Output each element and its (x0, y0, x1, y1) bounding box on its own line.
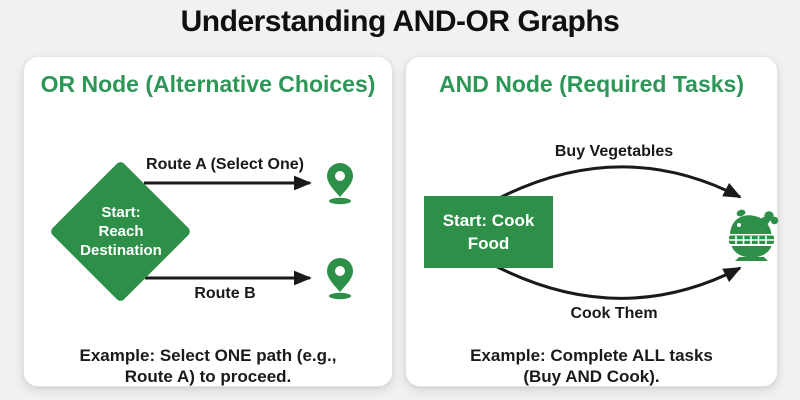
or-example-text: Example: Select ONE path (e.g., Route A)… (24, 345, 392, 387)
location-pin-icon (327, 258, 353, 300)
and-panel: AND Node (Required Tasks) Start: Cook Fo… (405, 56, 779, 387)
or-start-node-line: Destination (80, 242, 162, 259)
edge-label-cook-them: Cook Them (570, 305, 658, 322)
salad-bowl-icon (729, 209, 779, 261)
edge-arrow-cook-them (485, 259, 742, 300)
edge-arrow-buy-vegetables (485, 165, 742, 207)
or-edges-arrows (144, 175, 312, 286)
and-edges-arrows (485, 165, 742, 300)
and-start-node-line: Food (467, 234, 510, 253)
location-pin-icon (327, 163, 353, 205)
page-title: Understanding AND-OR Graphs (180, 5, 620, 38)
and-start-node-rect: Start: Cook Food (424, 196, 553, 268)
edge-label-route-a: Route A (Select One) (146, 156, 304, 173)
or-start-node-line: Start: (101, 204, 141, 221)
edge-label-route-b: Route B (194, 285, 256, 302)
or-panel: OR Node (Alternative Choices) Start: Rea… (23, 56, 393, 387)
and-example-text: Example: Complete ALL tasks (Buy AND Coo… (406, 345, 777, 387)
or-panel-header: OR Node (Alternative Choices) (40, 71, 376, 97)
and-example-line: (Buy AND Cook). (523, 367, 660, 386)
and-start-node-line: Start: Cook (442, 211, 535, 230)
or-example-line: Route A) to proceed. (124, 367, 292, 386)
or-example-line: Example: Select ONE path (e.g., (79, 346, 337, 365)
and-example-line: Example: Complete ALL tasks (470, 346, 713, 365)
and-panel-header: AND Node (Required Tasks) (438, 71, 744, 97)
edge-label-buy-vegetables: Buy Vegetables (554, 143, 674, 160)
or-start-node-line: Reach (98, 223, 144, 240)
or-start-node-label: Start: Reach Destination (51, 203, 191, 260)
